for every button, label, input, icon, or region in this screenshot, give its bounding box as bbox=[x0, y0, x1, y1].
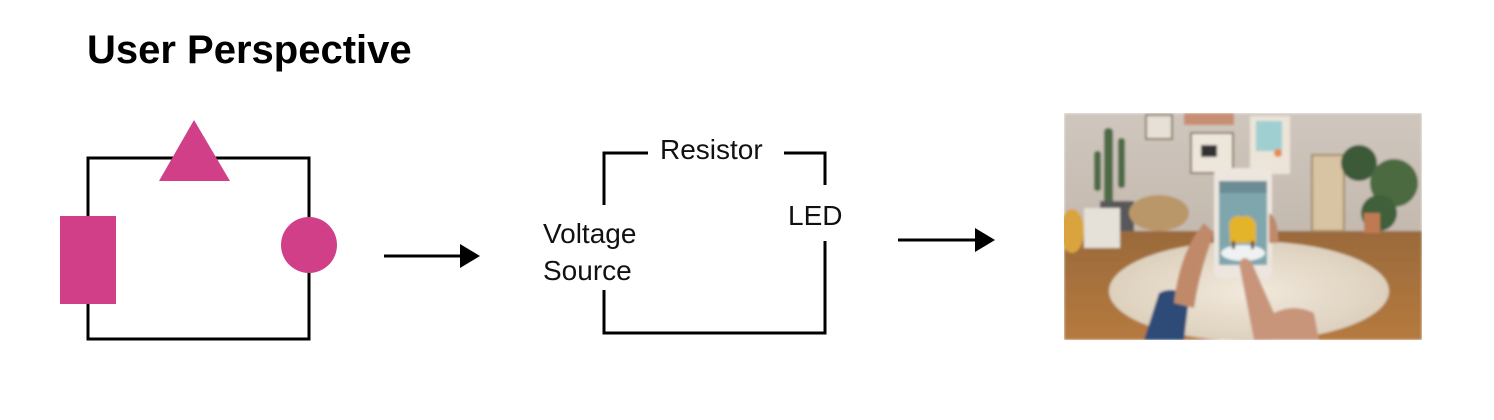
led-label: LED bbox=[788, 200, 842, 231]
wire-bottom bbox=[602, 241, 827, 335]
voltage-source-rect-shape bbox=[60, 216, 116, 304]
abstract-circuit-wire bbox=[86, 156, 311, 341]
voltage-label-line2: Source bbox=[543, 255, 632, 286]
ar-phone-photo bbox=[1064, 113, 1422, 340]
page-title: User Perspective bbox=[87, 28, 412, 72]
wire-top-left bbox=[602, 151, 648, 205]
arrow-right-icon bbox=[384, 244, 480, 268]
labeled-circuit: Resistor LED Voltage Source bbox=[543, 134, 842, 335]
photo-illustration bbox=[1064, 113, 1422, 340]
resistor-label: Resistor bbox=[660, 134, 763, 165]
abstract-circuit bbox=[60, 120, 337, 341]
voltage-label-line1: Voltage bbox=[543, 218, 636, 249]
arrow-right-icon bbox=[898, 228, 995, 252]
led-circle-shape bbox=[281, 217, 337, 273]
resistor-triangle-shape bbox=[159, 120, 230, 181]
wire-top-right bbox=[784, 151, 827, 185]
